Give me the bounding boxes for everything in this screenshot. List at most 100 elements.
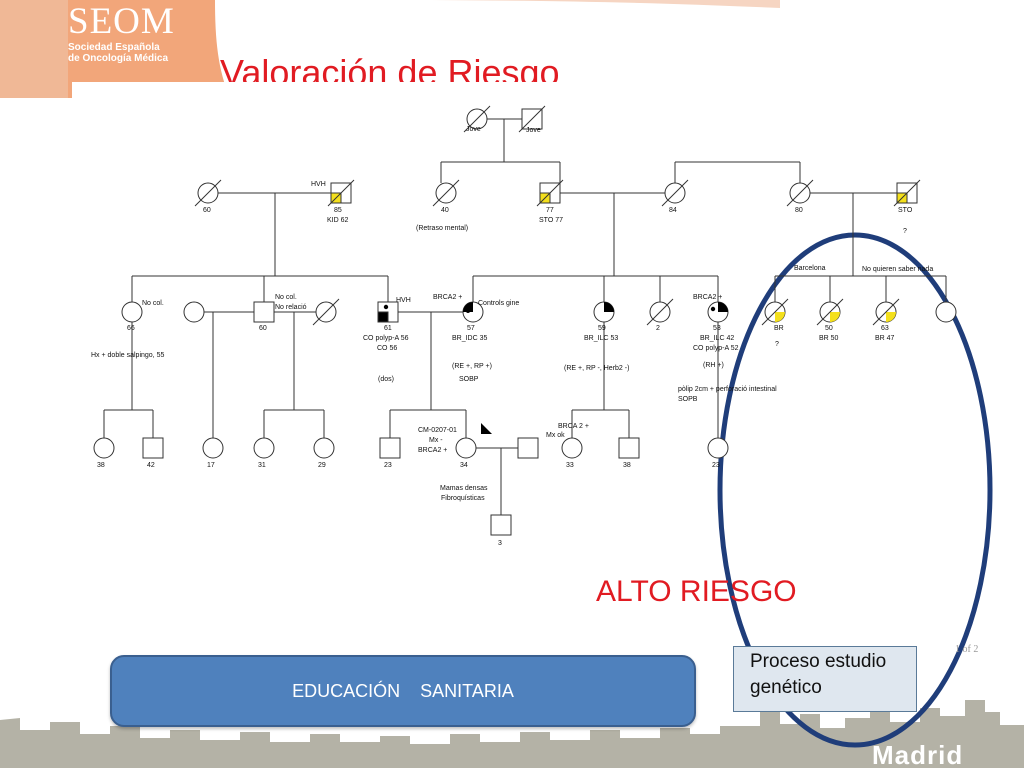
p2-age: 2 xyxy=(656,325,660,332)
carrier-dot-53 xyxy=(710,306,716,312)
p53-sopb: SOPB xyxy=(678,396,698,403)
carrier-dot-57 xyxy=(466,309,470,313)
child-23b-age: 23 xyxy=(712,462,720,469)
p66-age: 66 xyxy=(127,325,135,332)
proband-spouse-male xyxy=(517,437,539,459)
person-946-female xyxy=(935,301,957,323)
brca2-positive: BRCA 2 + xyxy=(558,423,589,430)
person-59-affected-quadrant xyxy=(604,302,614,312)
p57-age: 57 xyxy=(467,325,475,332)
p59-detail: BR_ILC 53 xyxy=(584,335,618,342)
spouse-female xyxy=(183,301,205,323)
alto-riesgo-label: ALTO RIESGO xyxy=(596,575,797,608)
pedigree-lines xyxy=(103,118,947,515)
p61-detail-1: CO polyp-A 56 xyxy=(363,335,409,342)
child-23-male xyxy=(379,437,401,459)
p57-sobp: SOBP xyxy=(459,376,479,383)
child-31-female xyxy=(253,437,275,459)
p57-detail: BR_IDC 35 xyxy=(452,335,488,342)
p60b-age: 60 xyxy=(259,325,267,332)
p85-detail: KID 62 xyxy=(327,217,349,224)
header-swoosh xyxy=(0,0,780,8)
p59-re: (RE +, RP -, Herb2 -) xyxy=(564,365,629,372)
p61-note: HVH xyxy=(396,297,411,304)
mamas-line-1: Mamas densas xyxy=(440,485,488,492)
p53-age: 53 xyxy=(713,325,721,332)
child-33-female xyxy=(561,437,583,459)
educacion-sanitaria-box: EDUCACIÓN SANITARIA xyxy=(110,655,696,727)
child-29-female xyxy=(313,437,335,459)
proband-brca: BRCA2 + xyxy=(418,447,447,454)
p59-age: 59 xyxy=(598,325,606,332)
p57-re: (RE +, RP +) xyxy=(452,363,492,370)
child-17-female xyxy=(202,437,224,459)
mamas-line-2: Fibroquísticas xyxy=(441,495,485,502)
sto-age: STO xyxy=(898,207,913,214)
person-50-affected-quadrant xyxy=(830,312,840,322)
grandchild-3-age: 3 xyxy=(498,540,502,547)
p84-age: 84 xyxy=(669,207,677,214)
gen1-left-label: Jove xyxy=(466,126,481,133)
logo-main-text: SEOM xyxy=(68,1,175,42)
city-skyline xyxy=(0,700,1024,768)
p63-age: 63 xyxy=(881,325,889,332)
p85-note: HVH xyxy=(311,181,326,188)
br-label: BR xyxy=(774,325,784,332)
proband-34-female xyxy=(455,437,477,459)
educacion-sanitaria-text: EDUCACIÓN SANITARIA xyxy=(292,680,514,701)
p40-age: 40 xyxy=(441,207,449,214)
proceso-line-1: Proceso estudio xyxy=(750,651,887,672)
p77-age: 77 xyxy=(546,207,554,214)
child-29-age: 29 xyxy=(318,462,326,469)
pedigree-markers xyxy=(383,304,716,434)
p66-detail: Hx + doble salpingo, 55 xyxy=(91,352,164,359)
br-question: ? xyxy=(775,341,779,348)
child-23-age: 23 xyxy=(384,462,392,469)
person-63-affected-quadrant xyxy=(886,312,896,322)
child-38b-male xyxy=(618,437,640,459)
logo-sub-line-2: de Oncología Médica xyxy=(68,53,169,64)
no-quieren-label: No quieren saber nada xyxy=(862,266,933,273)
child-23b-female xyxy=(707,437,729,459)
p60b-note-1: No col. xyxy=(275,294,297,301)
p85-age: 85 xyxy=(334,207,342,214)
proband-id: CM-0207-01 xyxy=(418,427,457,434)
p60b-note-2: No relació xyxy=(275,304,307,311)
child-42-male xyxy=(142,437,164,459)
page-reference: 1 of 2 xyxy=(955,644,979,655)
barcelona-label: Barcelona xyxy=(794,265,826,272)
proceso-estudio-box: Proceso estudio genético xyxy=(733,646,917,712)
proband-arrow-icon xyxy=(481,423,492,434)
p66-note: No col. xyxy=(142,300,164,307)
person-60b-male xyxy=(253,301,275,323)
p53-detail-2: CO polyp-A 52 xyxy=(693,345,739,352)
gen1-right-label: Jove xyxy=(526,127,541,134)
pedigree-panel xyxy=(72,82,977,640)
sto-question: ? xyxy=(903,228,907,235)
person-br-affected-quadrant xyxy=(775,312,785,322)
p60-age: 60 xyxy=(203,207,211,214)
person-61-affected-quadrant xyxy=(377,311,389,323)
child-33-age: 33 xyxy=(566,462,574,469)
child-17-age: 17 xyxy=(207,462,215,469)
grandchild-3-male xyxy=(490,514,512,536)
highlight-ellipse xyxy=(717,232,993,748)
child-38-age: 38 xyxy=(97,462,105,469)
madrid-text: Madrid xyxy=(872,740,964,768)
pedigree-labels: Jove Jove 60 HVH 85 KID 62 40 (Retraso m… xyxy=(91,126,933,547)
deceased-slashes xyxy=(194,105,921,326)
p53-brca: BRCA2 + xyxy=(693,294,722,301)
seom-logo: SEOM Sociedad Española de Oncología Médi… xyxy=(68,1,208,65)
child-42-age: 42 xyxy=(147,462,155,469)
p40-detail: (Retraso mental) xyxy=(416,225,468,232)
p61-dos: (dos) xyxy=(378,376,394,383)
logo-sub-line-1: Sociedad Española xyxy=(68,42,160,53)
madrid-2010-logo: Madrid 2010 xyxy=(872,740,1024,768)
header-left-edge xyxy=(0,0,68,98)
p77-detail: STO 77 xyxy=(539,217,563,224)
p80-age: 80 xyxy=(795,207,803,214)
p63-detail: BR 47 xyxy=(875,335,895,342)
